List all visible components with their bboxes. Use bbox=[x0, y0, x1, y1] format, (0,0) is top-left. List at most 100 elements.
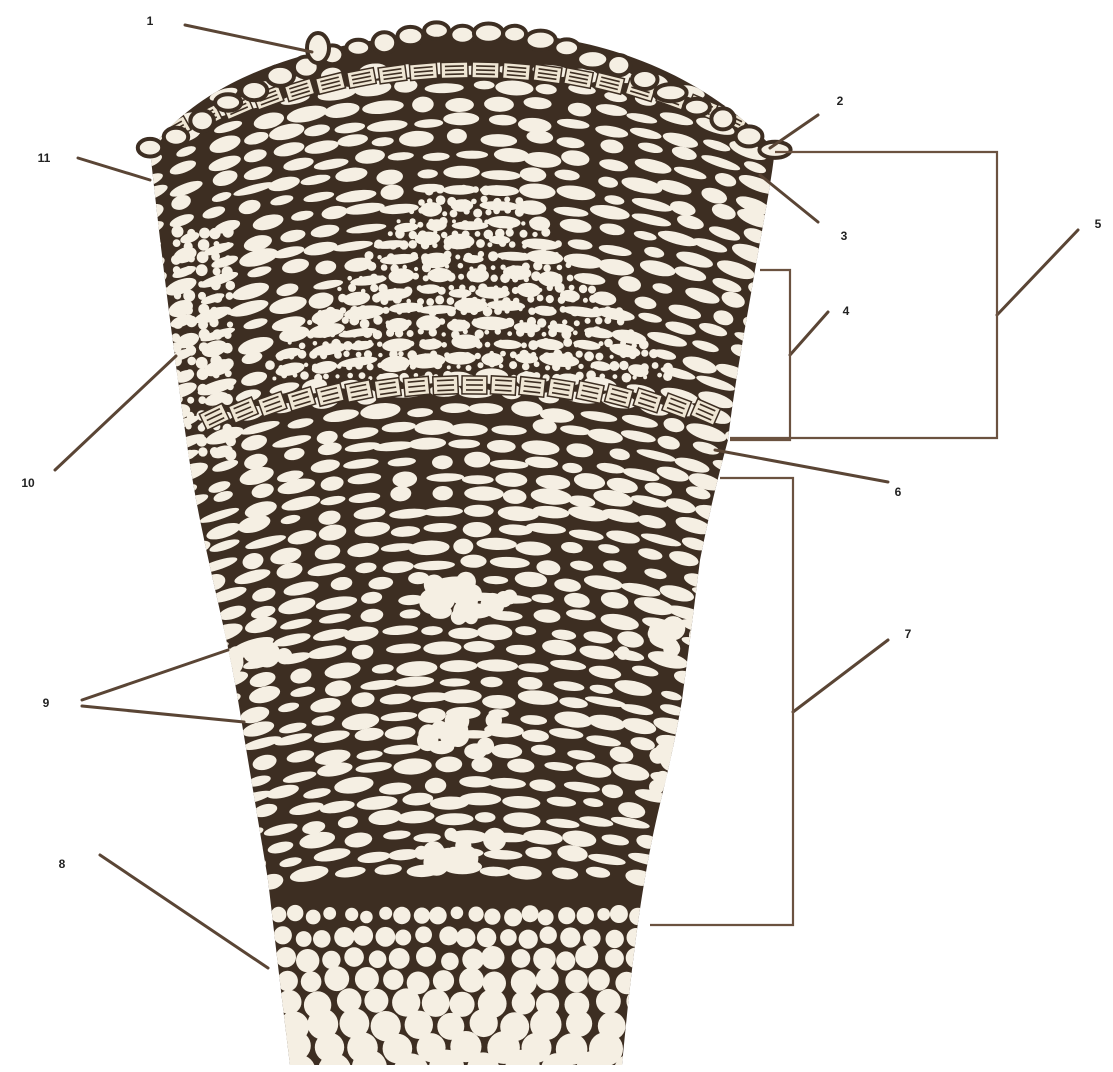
fiber-cell bbox=[299, 343, 306, 350]
pith-cell bbox=[296, 949, 319, 972]
parenchyma-cell bbox=[212, 329, 223, 340]
fiber-cell bbox=[452, 231, 459, 238]
cork-band-stripe bbox=[445, 74, 464, 75]
fiber-cell bbox=[489, 351, 494, 356]
vessel-cell bbox=[455, 838, 471, 854]
fiber-cell bbox=[500, 265, 505, 270]
fiber-cell bbox=[643, 375, 647, 379]
cortex-cell bbox=[166, 525, 202, 548]
fiber-cell bbox=[554, 252, 559, 257]
parenchyma-cell bbox=[198, 281, 204, 287]
fiber-cell bbox=[595, 317, 602, 324]
cortex-cell bbox=[671, 840, 698, 857]
fiber-cell bbox=[475, 231, 481, 237]
pith-cell bbox=[558, 907, 575, 924]
parenchyma-cell bbox=[226, 308, 233, 315]
fiber-cell bbox=[484, 220, 489, 225]
cortex-cell bbox=[130, 420, 170, 448]
fiber-cell bbox=[405, 320, 411, 326]
fiber-cell bbox=[534, 361, 540, 367]
parenchyma-cell bbox=[199, 228, 210, 239]
fiber-cell bbox=[420, 321, 426, 327]
cortex-cell bbox=[673, 856, 700, 874]
fiber-cell bbox=[555, 240, 562, 247]
cambium-band bbox=[433, 376, 459, 395]
fiber-cell bbox=[349, 294, 358, 303]
fiber-cell bbox=[447, 307, 456, 316]
fiber-cell bbox=[600, 374, 606, 380]
cortex-cell bbox=[212, 759, 238, 781]
pith-cell bbox=[369, 950, 387, 968]
fiber-cell bbox=[318, 310, 323, 315]
fiber-cell bbox=[429, 308, 437, 316]
cortex-cell bbox=[749, 576, 783, 600]
fiber-cell bbox=[326, 295, 333, 302]
fiber-cell bbox=[461, 308, 468, 315]
cortex-cell bbox=[697, 828, 721, 843]
pith-cell bbox=[441, 953, 459, 971]
fiber-cell bbox=[491, 265, 496, 270]
pith-cell bbox=[414, 908, 430, 924]
fiber-cell bbox=[337, 364, 342, 369]
cortex-cell bbox=[137, 856, 163, 877]
fiber-cell bbox=[340, 307, 346, 313]
fiber-cell bbox=[329, 319, 334, 324]
cortex-cell bbox=[235, 840, 265, 860]
parenchyma-cell bbox=[226, 292, 234, 300]
cortex-cell bbox=[758, 679, 797, 704]
fiber-cell bbox=[398, 340, 404, 346]
fiber-cell bbox=[532, 253, 540, 261]
cortex-cell bbox=[132, 613, 168, 636]
pith-cell bbox=[324, 966, 349, 991]
vessel-cell bbox=[276, 648, 292, 664]
cortex-cell bbox=[203, 737, 242, 762]
fiber-cell bbox=[389, 241, 397, 249]
fiber-cell bbox=[454, 340, 461, 347]
fiber-cell bbox=[462, 199, 469, 206]
fiber-cell bbox=[343, 351, 349, 357]
fiber-cell bbox=[447, 365, 451, 369]
fiber-cell bbox=[524, 277, 529, 282]
cortex-cell bbox=[719, 656, 753, 679]
fiber-cell bbox=[449, 285, 455, 291]
fiber-cell bbox=[481, 298, 486, 303]
fiber-cell bbox=[330, 332, 335, 337]
parenchyma-cell bbox=[209, 318, 218, 327]
fiber-cell bbox=[392, 294, 402, 304]
fiber-cell bbox=[437, 275, 443, 281]
pith-cell bbox=[481, 946, 504, 969]
pith-cell bbox=[301, 971, 322, 992]
fiber-cell bbox=[378, 353, 382, 357]
fiber-cell bbox=[469, 267, 473, 271]
vessel-cell bbox=[496, 591, 512, 607]
fiber-cell bbox=[620, 340, 626, 346]
fiber-cell bbox=[395, 329, 403, 337]
cortex-cell bbox=[741, 460, 781, 488]
pith-cell bbox=[296, 931, 312, 947]
leader-line-5 bbox=[997, 230, 1078, 315]
fiber-cell bbox=[444, 242, 452, 250]
fiber-cell bbox=[321, 331, 328, 338]
fiber-cell bbox=[565, 364, 571, 370]
fiber-cell bbox=[567, 256, 572, 261]
parenchyma-cell bbox=[187, 229, 195, 237]
cortex-cell bbox=[134, 599, 166, 621]
cortex-cell bbox=[164, 831, 199, 854]
fiber-cell bbox=[663, 372, 672, 381]
pith-cell bbox=[254, 928, 271, 945]
parenchyma-cell bbox=[175, 450, 181, 456]
cortex-cell bbox=[137, 357, 163, 378]
hair-cell bbox=[307, 33, 329, 63]
epidermis-cell bbox=[655, 84, 687, 101]
cambium-band-stripe bbox=[437, 390, 454, 391]
fiber-cell bbox=[489, 361, 496, 368]
parenchyma-cell bbox=[222, 394, 233, 405]
pith-cell bbox=[540, 927, 557, 944]
cortex-cell bbox=[243, 855, 268, 874]
callout-11: 11 bbox=[38, 151, 51, 165]
fiber-cell bbox=[405, 275, 411, 281]
pith-cell bbox=[247, 1010, 274, 1037]
fiber-cell bbox=[528, 340, 538, 350]
fiber-cell bbox=[619, 361, 628, 370]
fiber-cell bbox=[569, 285, 575, 291]
